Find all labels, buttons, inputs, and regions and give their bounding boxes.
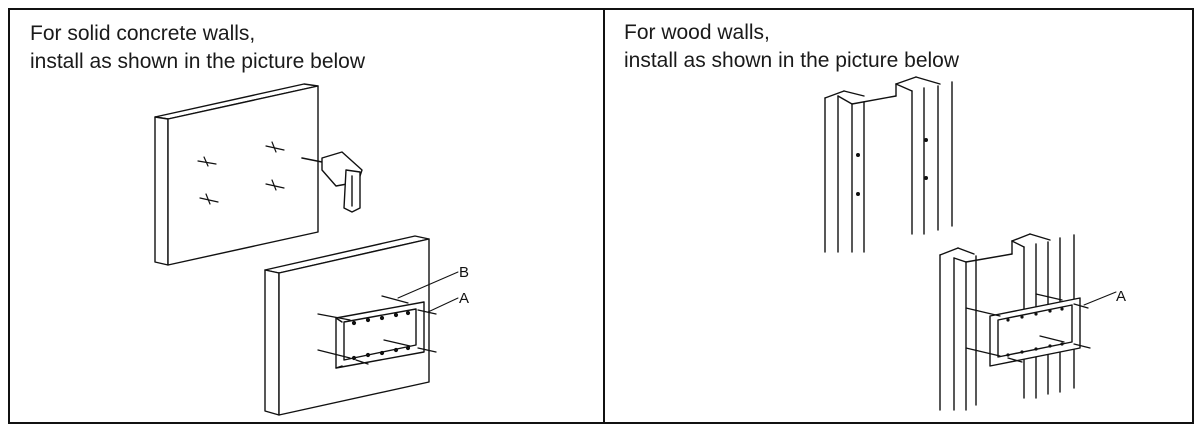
wood-studs-drilling <box>824 76 953 253</box>
concrete-wall-title: For solid concrete walls, install as sho… <box>30 20 365 76</box>
wood-title-line2: install as shown in the picture below <box>624 49 960 72</box>
concrete-wall-mounted <box>264 235 459 416</box>
callout-b-concrete: B <box>459 264 469 281</box>
callout-a-wood: A <box>1116 288 1126 305</box>
drill-icon <box>301 151 363 213</box>
wood-studs-mounted <box>939 233 1117 411</box>
lag-bolts-wood <box>965 293 1091 363</box>
concrete-title-line1: For solid concrete walls, <box>30 22 256 45</box>
panel-divider <box>603 8 605 424</box>
wood-wall-title: For wood walls, install as shown in the … <box>624 19 959 75</box>
wood-wall-plate <box>989 297 1081 367</box>
diagram-frame <box>8 8 1194 424</box>
callout-a-concrete: A <box>459 290 469 307</box>
lag-bolts-concrete <box>317 295 437 365</box>
concrete-title-line2: install as shown in the picture below <box>30 50 366 73</box>
drill-hole-marks <box>197 141 285 205</box>
wood-callout-leader <box>1083 291 1117 306</box>
wood-title-line1: For wood walls, <box>624 21 770 44</box>
wall-plate <box>335 301 425 369</box>
concrete-callout-leaders <box>397 271 459 313</box>
concrete-wall-drilling <box>154 83 363 266</box>
